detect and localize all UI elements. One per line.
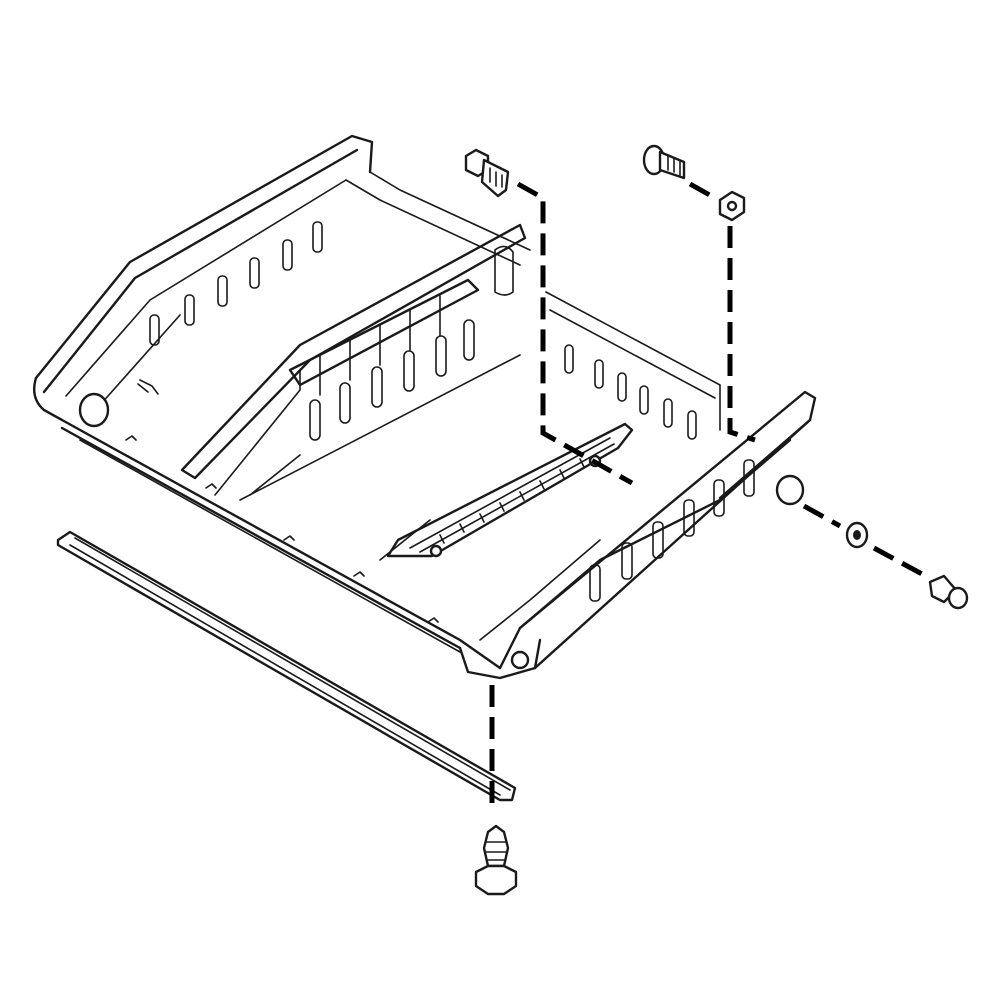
screw-top-left-icon [464,148,510,198]
divider-rail [180,223,527,496]
screw-bottom-icon [474,824,518,896]
center-slide [386,422,634,558]
nut-icon [718,190,746,222]
bolt-top-right-icon [642,144,686,180]
bottom-track [56,530,517,802]
washer-icon [845,521,869,549]
assembly-lines [489,181,924,812]
crisper-drawer-frame [33,134,817,680]
roller-pin-icon [928,574,969,610]
